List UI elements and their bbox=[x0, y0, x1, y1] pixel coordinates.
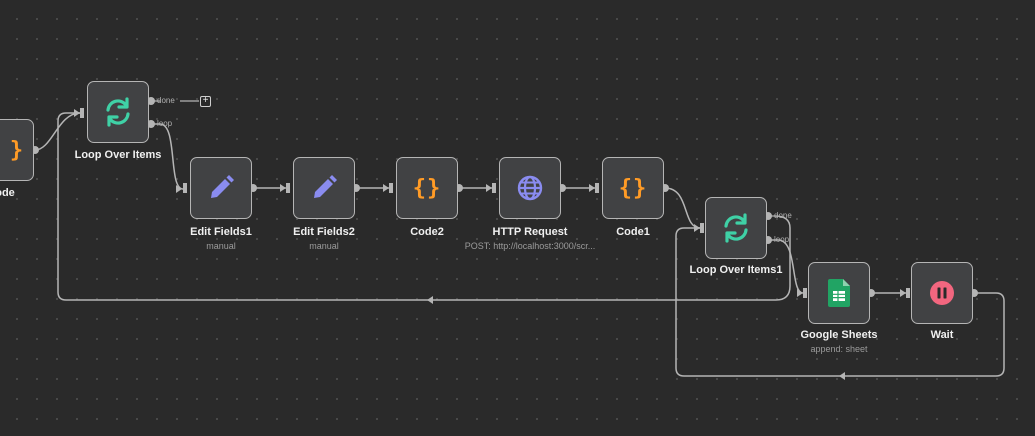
loop1-done-port-label: done bbox=[774, 211, 792, 220]
node-code2[interactable]: {} bbox=[396, 157, 458, 219]
code-braces-icon: {} bbox=[412, 175, 442, 201]
node-edit-fields1-label: Edit Fields1 bbox=[190, 226, 252, 238]
plus-icon: + bbox=[202, 95, 209, 106]
node-http-request-label: HTTP Request bbox=[492, 226, 568, 238]
globe-icon bbox=[517, 175, 543, 201]
node-google-sheets-subtitle: append: sheet bbox=[810, 344, 868, 354]
node-google-sheets[interactable] bbox=[808, 262, 870, 324]
node-code-partial[interactable]: } bbox=[0, 119, 34, 181]
connection-loop-to-edit1 bbox=[151, 123, 184, 190]
node-code1[interactable]: {} bbox=[602, 157, 664, 219]
pencil-icon bbox=[211, 175, 234, 198]
add-node-button[interactable]: + bbox=[200, 96, 211, 107]
node-google-sheets-label: Google Sheets bbox=[800, 329, 878, 341]
pause-icon bbox=[930, 281, 954, 305]
node-http-request[interactable] bbox=[499, 157, 561, 219]
connection-loop1-done-to-loop bbox=[57, 112, 791, 301]
loop-done-port-label: done bbox=[157, 96, 175, 105]
node-http-request-subtitle: POST: http://localhost:3000/scr... bbox=[464, 241, 596, 251]
node-loop-over-items-label: Loop Over Items bbox=[74, 149, 162, 161]
node-loop-over-items[interactable] bbox=[87, 81, 149, 143]
loop-icon bbox=[106, 97, 130, 127]
loop-icon bbox=[724, 213, 748, 243]
node-edit-fields1-subtitle: manual bbox=[206, 241, 236, 251]
return-arrow-upper bbox=[427, 296, 433, 304]
google-sheets-icon bbox=[828, 279, 850, 307]
node-loop-over-items1[interactable] bbox=[705, 197, 767, 259]
node-edit-fields2-subtitle: manual bbox=[309, 241, 339, 251]
node-edit-fields2-label: Edit Fields2 bbox=[293, 226, 355, 238]
loop-loop-port-label: loop bbox=[157, 119, 173, 128]
loop1-loop-port-label: loop bbox=[774, 235, 790, 244]
connection-code1-to-loop1 bbox=[664, 187, 701, 229]
node-wait-label: Wait bbox=[930, 329, 954, 341]
node-code1-label: Code1 bbox=[616, 226, 650, 238]
node-code2-label: Code2 bbox=[410, 226, 444, 238]
return-arrow-lower bbox=[839, 372, 845, 380]
node-wait[interactable] bbox=[911, 262, 973, 324]
node-edit-fields1[interactable] bbox=[190, 157, 252, 219]
node-loop-over-items1-label: Loop Over Items1 bbox=[689, 264, 783, 276]
pencil-icon bbox=[314, 175, 337, 198]
node-edit-fields2[interactable] bbox=[293, 157, 355, 219]
code-braces-icon: {} bbox=[618, 175, 648, 201]
node-code-partial-label: ode bbox=[0, 187, 15, 199]
code-braces-icon: } bbox=[9, 137, 25, 163]
